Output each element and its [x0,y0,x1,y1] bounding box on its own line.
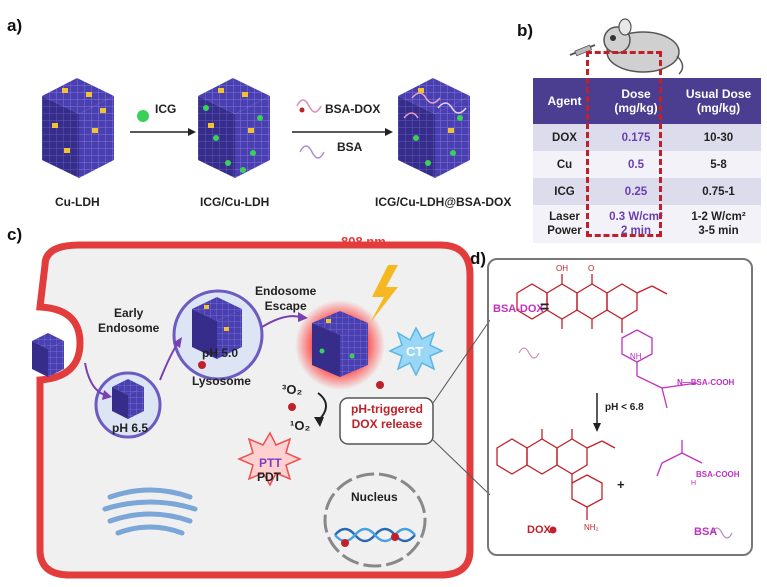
icg-molecule-icon [137,110,149,122]
pdt-label: PDT [257,470,281,484]
table-row: ICG 0.25 0.75-1 [533,178,761,205]
panel-label-d: d) [470,249,487,268]
bsa-icon [299,145,325,159]
arrow-bsa-dox-label: BSA-DOX [325,102,381,116]
arrow-bsa-label: BSA [337,140,363,154]
bsa-ribbon-icon [711,527,733,539]
golgi-icon [102,487,198,536]
plus-sign: + [617,477,625,492]
laser-lightning-icon [370,265,398,323]
bsa-dox-icon [296,99,322,113]
dox-marker-icon [549,526,557,534]
laser-wavelength-label: 808 nm [341,234,386,249]
icg-cu-ldh-bsa-dox-cube [398,78,470,178]
usual-dose-cell: 5-8 [676,151,761,178]
header-usual-dose: Usual Dose (mg/kg) [676,78,761,124]
usual-dose-cell: 10-30 [676,124,761,151]
nh-label: NH [630,352,642,361]
panel-label-a: a) [7,16,23,35]
bsa-dox-label: BSA-DOX [493,303,544,315]
usual-dose-cell: 1-2 W/cm² 3-5 min [676,205,761,243]
bsa-cooh-bottom-label: BSA-COOH [696,470,740,479]
panel-c-graphic [32,241,490,579]
nucleus-label: Nucleus [351,490,398,504]
panel-d-structures [496,274,733,539]
panel-a-graphic [42,78,470,178]
oxygen-label: O [588,264,595,273]
agent-cell: DOX [533,124,596,151]
icg-cu-ldh-cube [198,78,270,178]
agent-cell: Laser Power [533,205,596,243]
arrow-icg-label: ICG [155,102,177,116]
table-row: DOX 0.175 10-30 [533,124,761,151]
header-agent: Agent [533,78,596,124]
dose-cell: 0.175 [596,124,676,151]
release-box [339,397,434,445]
icg-cu-ldh-label: ICG/Cu-LDH [200,195,270,209]
escaped-nanoparticle [312,311,368,377]
panel-label-b: b) [517,21,534,40]
bsa-fragment-structure [656,440,703,477]
ptt-pdt-burst-icon [237,431,302,487]
dose-cell: 0.5 [596,151,676,178]
hydrogen-label: H [691,480,697,487]
hydroxyl-label: OH [556,264,568,273]
equals-sign: = [540,299,550,316]
early-endosome-label: Early Endosome [98,306,160,335]
triplet-oxygen-label: ³O₂ [282,382,303,397]
nh2-label: NH₂ [584,523,599,532]
dox-structure-bottom [496,429,616,520]
endosome-escape-label: Endosome Escape [255,284,317,313]
lysosome-label: Lysosome [192,374,251,388]
entering-nanoparticle [32,333,64,377]
bsa-label: BSA [694,526,718,538]
panel-d-box [487,258,753,556]
dox-label: DOX [527,524,551,536]
lysosome-ph: pH 5.0 [202,346,239,360]
early-endosome-ph: pH 6.5 [112,421,149,435]
ph-triggered-release-label: pH-triggered DOX release [351,402,423,431]
bsa-dox-ribbon-icon [518,347,540,359]
dose-highlight-box [586,51,662,237]
usual-dose-cell: 0.75-1 [676,178,761,205]
table-row: Cu 0.5 5-8 [533,151,761,178]
ph-condition-label: pH < 6.8 [605,402,644,413]
icg-cu-ldh-bsa-dox-label: ICG/Cu-LDH@BSA-DOX [375,195,512,209]
nucleus [323,472,427,568]
dose-cell: 0.25 [596,178,676,205]
ptt-label: PTT [259,456,282,470]
agent-cell: Cu [533,151,596,178]
cu-ldh-label: Cu-LDH [55,195,100,209]
cu-ldh-cube [42,78,114,178]
panel-label-c: c) [7,225,23,244]
agent-cell: ICG [533,178,596,205]
ct-burst-icon [388,326,444,377]
dox-structure-top [516,274,668,333]
header-dose: Dose (mg/kg) [596,78,676,124]
ct-label: CT [406,344,424,359]
singlet-oxygen-label: ¹O₂ [290,418,311,433]
bsa-cooh-top-label: N—BSA-COOH [677,378,735,387]
dox-molecules [198,361,399,547]
